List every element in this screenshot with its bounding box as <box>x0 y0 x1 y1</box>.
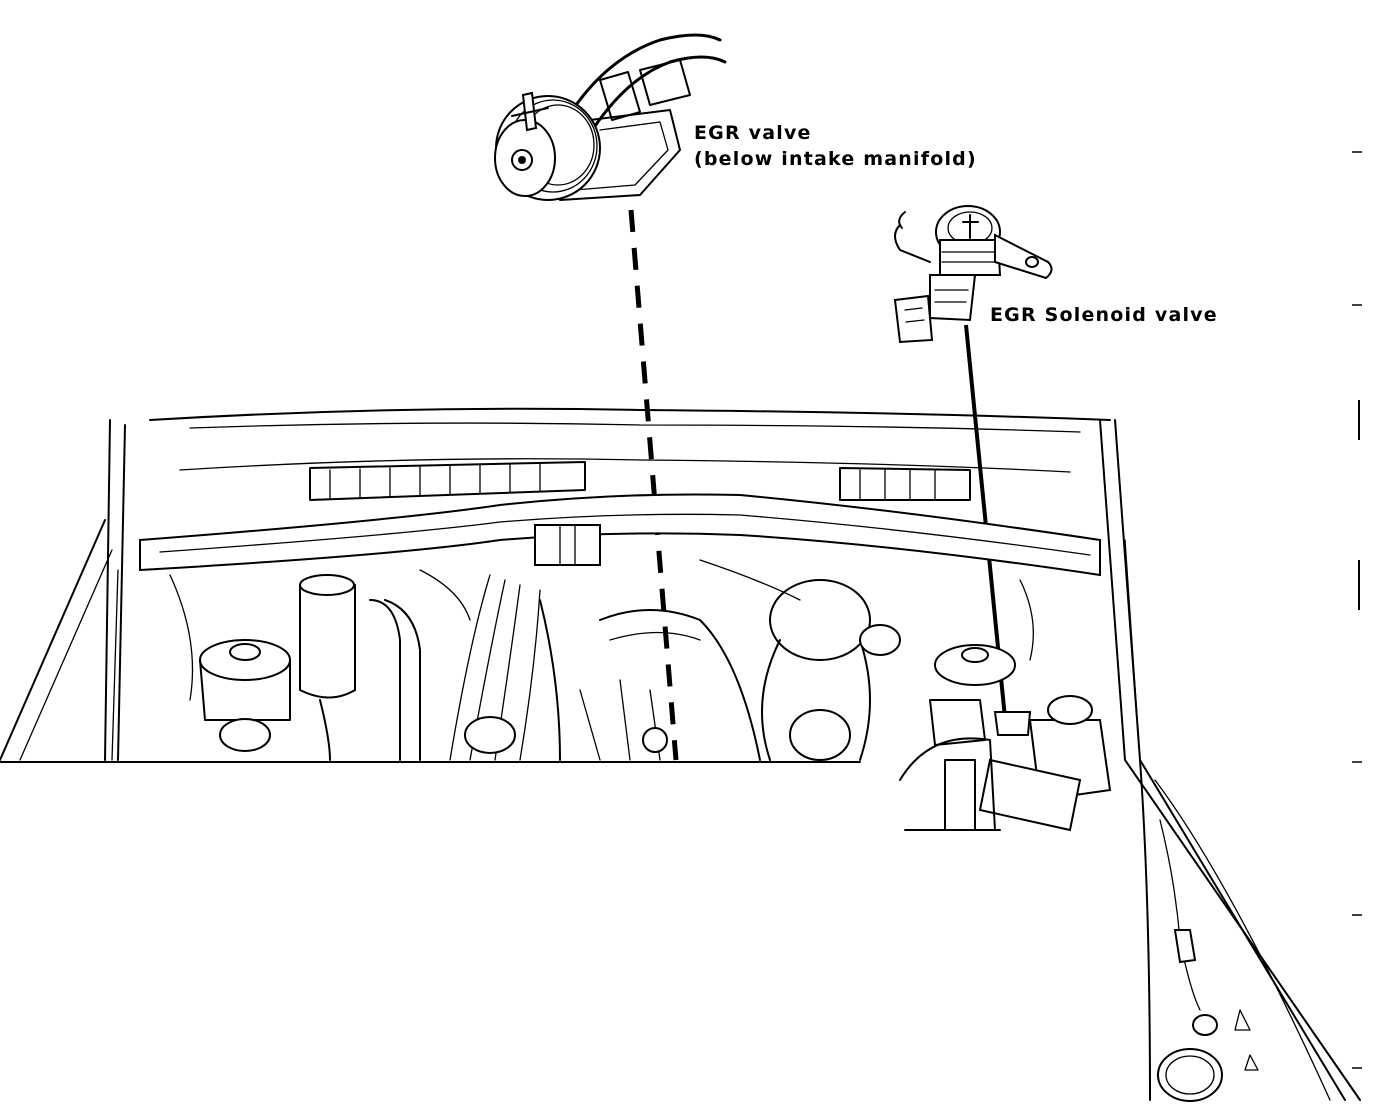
egr-valve-leader-line <box>628 209 679 761</box>
engine-compartment <box>0 407 1361 1102</box>
egr-valve-label-line1: EGR valve <box>694 122 812 144</box>
egr-solenoid-valve-label: EGR Solenoid valve <box>990 304 1218 326</box>
egr-solenoid-valve-illustration <box>893 205 1053 344</box>
egr-valve-label: EGR valve (below intake manifold) <box>694 120 977 172</box>
margin-ticks <box>1352 151 1362 1069</box>
egr-valve-illustration <box>494 33 727 201</box>
egr-valve-label-line2: (below intake manifold) <box>694 148 977 170</box>
